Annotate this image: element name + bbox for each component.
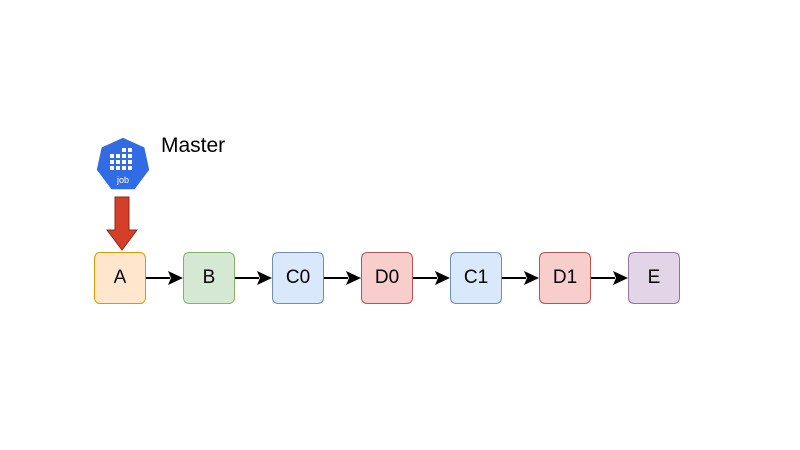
arrow-a-b [146, 271, 183, 285]
arrow-d0-c1 [413, 271, 450, 285]
arrow-c1-d1 [502, 271, 539, 285]
master-pointer-arrow [106, 196, 138, 251]
node-c0[interactable]: C0 [272, 252, 324, 304]
node-e[interactable]: E [628, 252, 680, 304]
arrow-d1-e [591, 271, 628, 285]
node-a[interactable]: A [94, 252, 146, 304]
arrow-c0-d0 [324, 271, 361, 285]
node-c1[interactable]: C1 [450, 252, 502, 304]
node-d1[interactable]: D1 [539, 252, 591, 304]
node-b[interactable]: B [183, 252, 235, 304]
arrow-b-c0 [235, 271, 272, 285]
master-label: Master [161, 134, 226, 157]
kubernetes-job-icon: job [95, 136, 151, 191]
node-d0[interactable]: D0 [361, 252, 413, 304]
job-icon-text: job [116, 175, 129, 185]
